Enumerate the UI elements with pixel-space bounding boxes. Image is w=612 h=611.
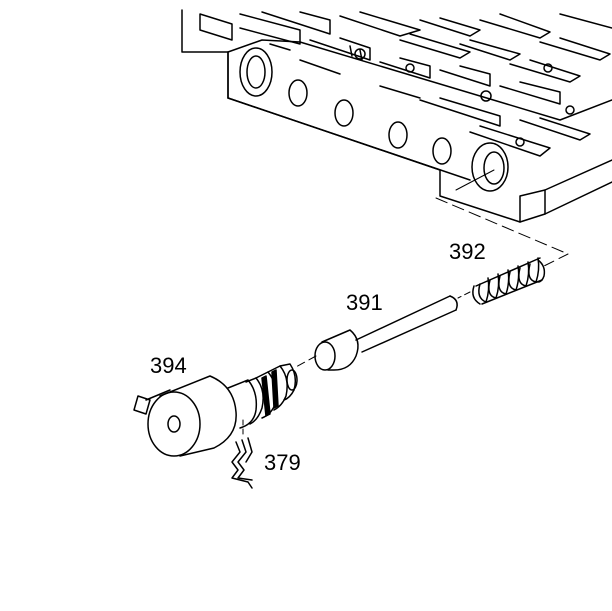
callout-392: 392 <box>449 239 486 264</box>
valve-391 <box>314 295 458 371</box>
solenoid-394 <box>133 363 298 457</box>
valve-body <box>181 9 612 223</box>
callout-391: 391 <box>346 290 383 315</box>
callout-394: 394 <box>150 353 187 378</box>
callout-379: 379 <box>264 450 301 475</box>
clip-379 <box>231 437 253 489</box>
spring-392 <box>472 257 546 305</box>
assembly-center-line <box>242 169 569 437</box>
